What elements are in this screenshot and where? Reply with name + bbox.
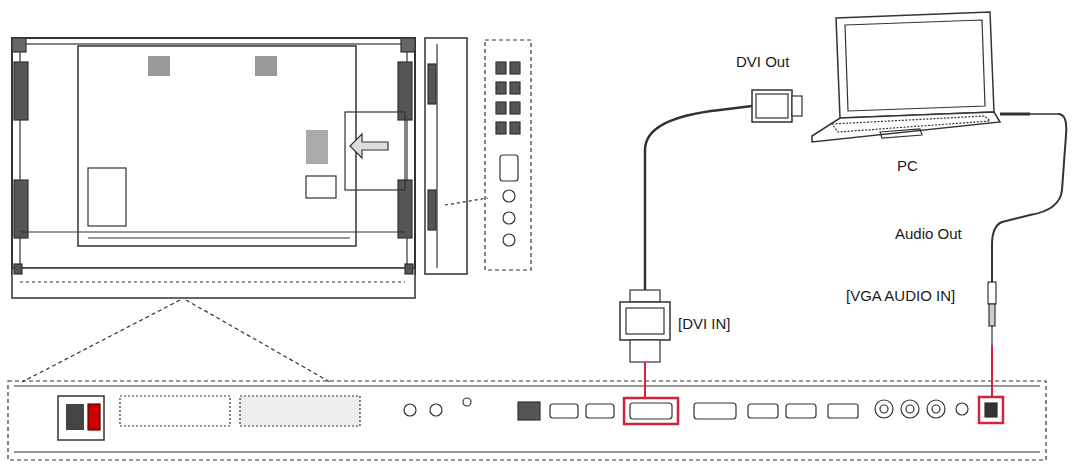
port-label: [VGA AUDIO IN] bbox=[846, 288, 955, 305]
device-label: PC bbox=[897, 158, 918, 175]
port-label: DVI Out bbox=[736, 54, 789, 71]
port-label: [DVI IN] bbox=[678, 316, 731, 333]
port-label: Audio Out bbox=[895, 226, 962, 243]
